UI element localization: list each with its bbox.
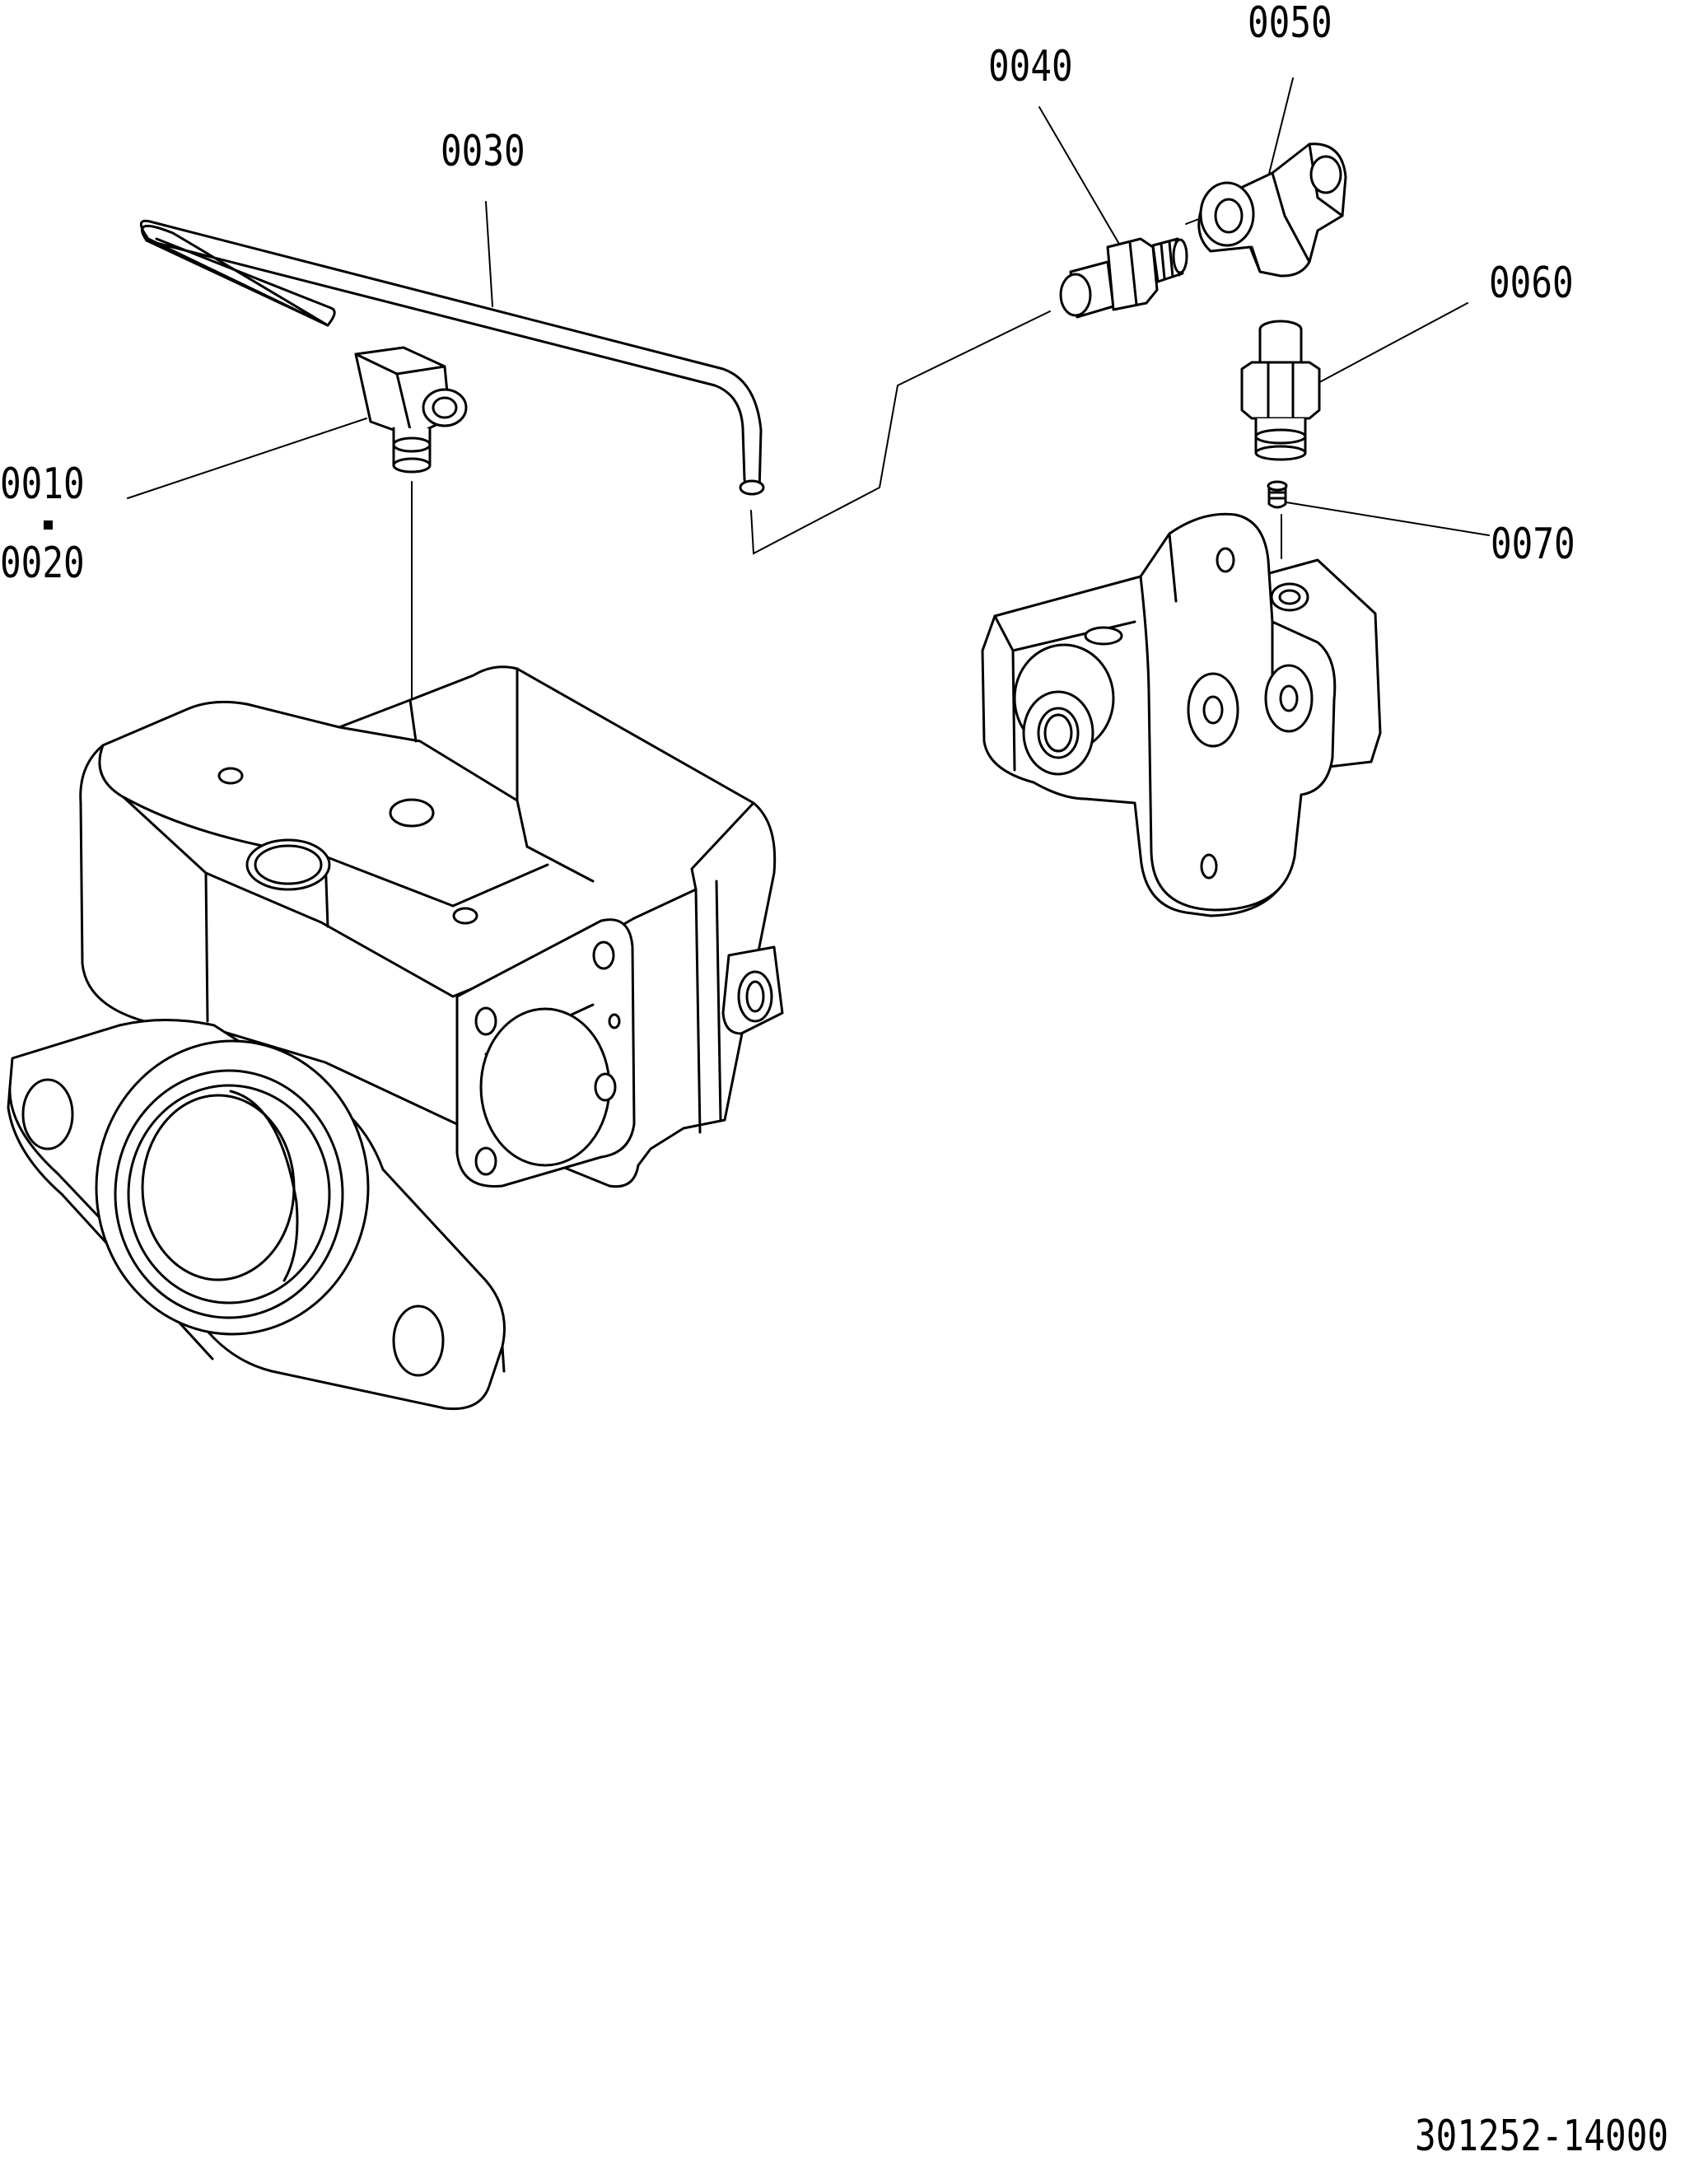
callout-0070: 0070 [1491, 520, 1575, 569]
leader-0030 [485, 201, 493, 307]
callout-0060: 0060 [1489, 259, 1574, 308]
leader-0040 [1038, 106, 1121, 246]
callout-0050: 0050 [1248, 0, 1332, 48]
pump-housing [7, 665, 784, 1411]
leader-lines [127, 77, 1490, 536]
callout-0040: 0040 [988, 42, 1073, 91]
pipe-0030 [139, 219, 765, 496]
range-separator-dot [44, 520, 53, 530]
plug-0070 [1267, 480, 1288, 509]
elbow-0050 [1197, 142, 1347, 278]
adapter-0060 [1240, 320, 1321, 461]
callout-0010: 0010 [0, 460, 85, 509]
connector-0040 [1059, 237, 1188, 319]
leader-0070 [1286, 502, 1490, 536]
callout-0020: 0020 [0, 539, 85, 588]
leader-0060 [1313, 302, 1468, 386]
callout-0030: 0030 [441, 127, 525, 176]
leader-0050 [1267, 77, 1294, 178]
valve-block [981, 512, 1382, 917]
elbow-fitting-0010 [354, 346, 468, 474]
leader-0010-0020 [127, 418, 367, 499]
drawing-number: 301252-14000 [1415, 2112, 1669, 2161]
